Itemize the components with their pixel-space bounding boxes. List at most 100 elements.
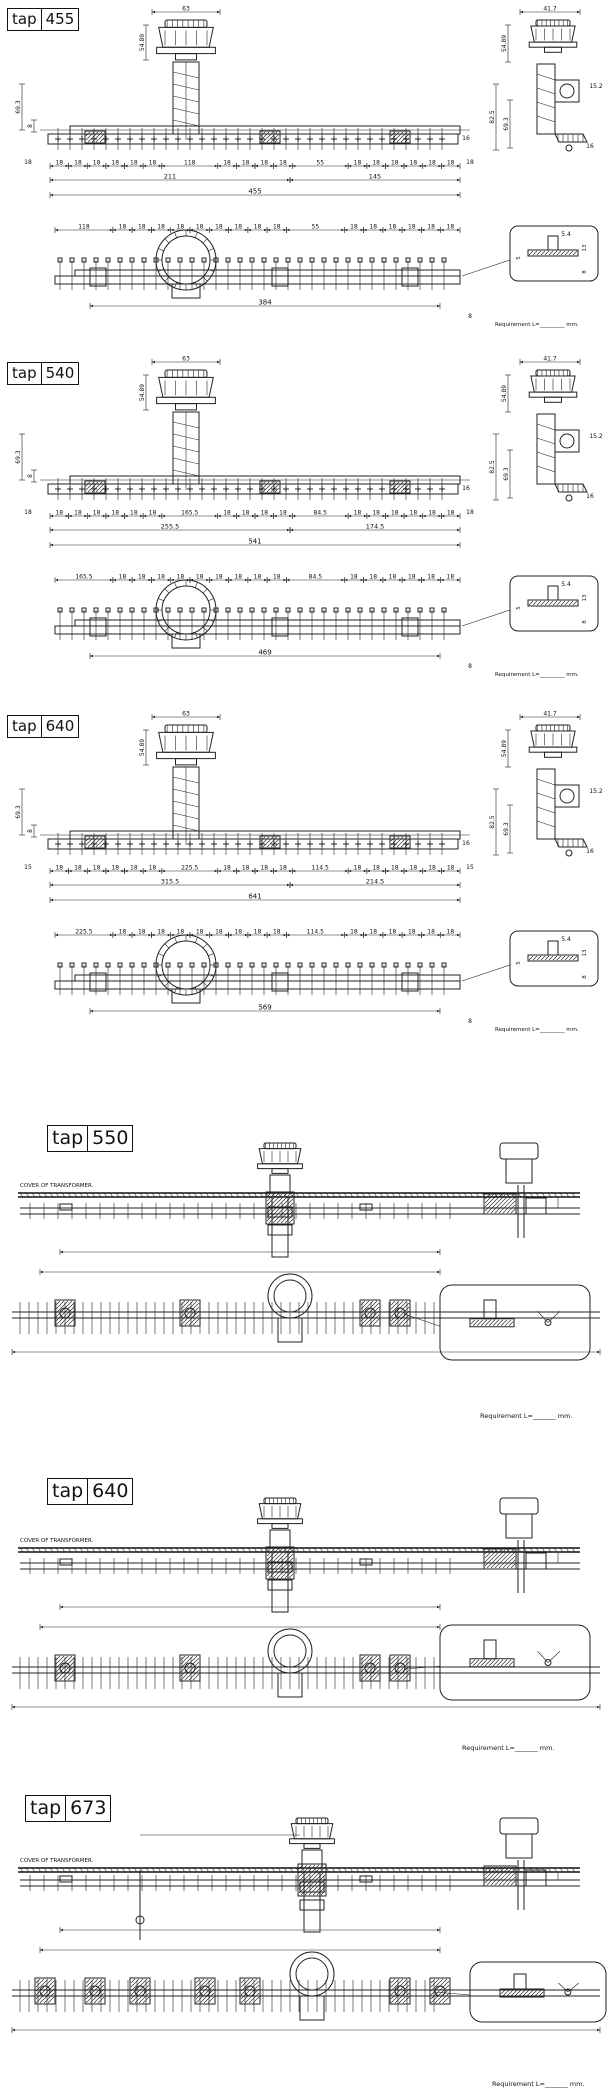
side-hatch — [536, 73, 556, 81]
cover-hatch — [217, 1547, 222, 1553]
contact-roller — [134, 1985, 146, 1997]
contact-cross — [103, 136, 109, 142]
hatch-line — [500, 1319, 508, 1326]
shaft-hatch — [172, 800, 200, 808]
hatch-line — [500, 1989, 506, 1995]
plan-contact — [89, 972, 107, 992]
contact-cross — [247, 486, 253, 492]
cover-hatch — [163, 1867, 168, 1873]
handle-cap — [535, 724, 571, 732]
contact-cross — [211, 486, 217, 492]
dimension-value: 54.89 — [139, 739, 146, 756]
shaft-hatch — [172, 107, 200, 115]
hatch-line — [262, 836, 274, 848]
hatch-line — [556, 955, 562, 961]
dimension-value: 18 — [242, 160, 250, 167]
side-hatch — [536, 437, 556, 445]
cover-hatch — [361, 1547, 366, 1553]
cover-hatch — [547, 1867, 552, 1873]
hatch-line — [548, 250, 554, 256]
coupling — [269, 1174, 291, 1194]
cover-hatch — [283, 1867, 288, 1873]
rail-slot — [59, 1558, 73, 1566]
hatch-line — [180, 1655, 198, 1673]
cover-hatch — [373, 1867, 378, 1873]
cover-hatch — [499, 1867, 504, 1873]
contact-cross — [79, 486, 85, 492]
rail-slot — [59, 1203, 73, 1211]
hatch-line — [476, 1659, 484, 1666]
cover-hatch — [349, 1867, 354, 1873]
side-dim-right: 18 — [466, 509, 474, 516]
cover-hatch — [241, 1192, 246, 1198]
hatch-line — [266, 1192, 276, 1202]
dimension-value: 18 — [389, 224, 397, 231]
dimension-value: 18 — [354, 865, 362, 872]
hatch-line — [502, 1555, 516, 1569]
cover-hatch — [565, 1867, 570, 1873]
hatch-line — [298, 1864, 316, 1882]
dimension-value: 18 — [234, 224, 242, 231]
detail-dim-13: 13 — [582, 244, 588, 251]
gear-tooth — [164, 981, 170, 987]
bar-height-dim: 16 — [462, 840, 470, 847]
plan-pin-head — [345, 257, 351, 263]
hatch-line — [360, 1302, 380, 1322]
cover-hatch — [355, 1192, 360, 1198]
cover-hatch — [457, 1867, 462, 1873]
contact-cross — [79, 841, 85, 847]
hatch-line — [498, 1551, 516, 1569]
hatch-line — [506, 1989, 514, 1997]
main-gear-inner — [295, 1957, 329, 1991]
neck — [175, 758, 197, 766]
cover-hatch — [217, 1867, 222, 1873]
contact-cross — [379, 841, 385, 847]
cover-hatch — [43, 1192, 48, 1198]
cover-hatch — [217, 1192, 222, 1198]
dimension-value: 18 — [74, 510, 82, 517]
dimension-value: 18 — [223, 160, 231, 167]
hatch-line — [85, 131, 91, 137]
hatch-line — [470, 1659, 476, 1664]
dimension-value: 84.5 — [309, 574, 323, 581]
shaft-hatch — [172, 812, 200, 820]
hatch-line — [504, 1319, 512, 1326]
cover-hatch — [85, 1192, 90, 1198]
contact-cross — [367, 486, 373, 492]
contact-cross — [175, 841, 181, 847]
hatch-line — [308, 1878, 326, 1896]
side-dim-15-2: 15.2 — [589, 83, 603, 90]
cover-hatch — [19, 1192, 24, 1198]
plan-pin-head — [93, 607, 99, 613]
cover-hatch — [433, 1192, 438, 1198]
plan-pin-head — [369, 607, 375, 613]
contact-cross — [175, 486, 181, 492]
rail-slot — [359, 1558, 373, 1566]
cover-hatch — [133, 1867, 138, 1873]
contact-cross — [319, 486, 325, 492]
hatch-line — [266, 1547, 288, 1569]
plan-pin-head — [237, 607, 243, 613]
hatch-line — [510, 1989, 518, 1997]
hatch-line — [396, 481, 408, 493]
cover-hatch — [379, 1867, 384, 1873]
hatch-line — [540, 250, 546, 256]
hatch-line — [266, 1192, 284, 1210]
cover-hatch — [433, 1547, 438, 1553]
plan-pin-head — [69, 257, 75, 263]
hatch-line — [300, 1870, 326, 1896]
shaft-hatch — [172, 469, 200, 477]
cover-hatch — [115, 1192, 120, 1198]
plan-pin-head — [345, 607, 351, 613]
contact-roller — [59, 1307, 71, 1319]
hatch-line — [506, 1204, 516, 1214]
requirement-note: Requirement L=_________ mm. — [495, 672, 579, 678]
contact-block — [84, 480, 106, 494]
hatch-line — [400, 838, 410, 848]
contact-assembly — [54, 1299, 76, 1327]
hatch-line — [360, 1655, 374, 1669]
hatch-line — [55, 1300, 69, 1314]
plan-pin-head — [249, 607, 255, 613]
dimension-value: 18 — [372, 510, 380, 517]
